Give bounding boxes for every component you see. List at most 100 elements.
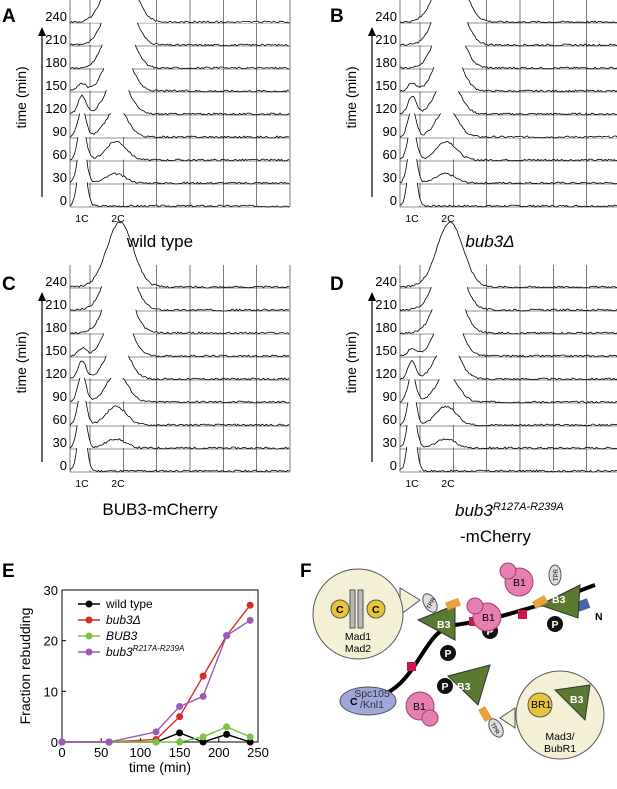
- flow-histogram: [399, 135, 617, 185]
- flow-time-tick: 210: [375, 32, 397, 47]
- mad3-label-2: BubR1: [544, 743, 576, 755]
- panel-label-e: E: [2, 561, 15, 582]
- flow-arrowhead: [368, 292, 376, 301]
- flow-time-tick: 240: [375, 9, 397, 24]
- flow-time-tick: 60: [53, 412, 67, 427]
- x-tick-label: 150: [169, 745, 191, 760]
- br1-domain: [527, 692, 553, 718]
- b3-shape-2: [538, 584, 581, 619]
- legend-label: bub3Δ: [106, 613, 141, 627]
- flow-time-tick: 120: [45, 101, 67, 116]
- flow-time-tick: 240: [45, 274, 67, 289]
- flow-time-tick: 180: [375, 55, 397, 70]
- mad3-callout-pointer: [499, 707, 516, 729]
- series-line: [62, 604, 251, 743]
- flow-time-tick: 90: [383, 124, 397, 139]
- tpr-domain-3: [478, 705, 492, 723]
- flow-histogram: [399, 399, 617, 450]
- data-point: [152, 738, 160, 746]
- tpr-label-3: TPR: [489, 722, 501, 736]
- phospho-label-2: P: [444, 648, 451, 660]
- flow-xlabel-2c: 2C: [111, 213, 125, 225]
- legend-marker: [85, 632, 93, 640]
- tpr-cap-2: [548, 564, 562, 586]
- b1-blob-3b: [421, 709, 439, 727]
- flow-time-tick: 60: [383, 147, 397, 162]
- c-terminus-label: C: [350, 696, 358, 708]
- flow-time-tick: 0: [60, 458, 67, 473]
- y-tick-label: 20: [44, 634, 58, 649]
- flow-time-tick: 210: [375, 297, 397, 312]
- flow-histogram: [399, 372, 617, 404]
- tpr-domain-1: [445, 597, 461, 611]
- flow-histogram: [69, 414, 290, 473]
- mad1-bar-2: [357, 589, 364, 629]
- phospho-dot-1: [437, 678, 453, 694]
- b3-label-2: B3: [552, 594, 566, 606]
- flow-time-tick: 180: [45, 320, 67, 335]
- flow-time-tick: 120: [375, 101, 397, 116]
- b1-blob-1b: [466, 597, 484, 615]
- b1-blob-2b: [499, 562, 517, 580]
- flow-histogram: [69, 400, 290, 450]
- y-tick-label: 10: [44, 684, 58, 699]
- x-tick-label: 100: [130, 745, 152, 760]
- flow-histogram: [69, 107, 290, 139]
- b3-shape-1: [416, 604, 456, 641]
- flow-time-tick: 60: [53, 147, 67, 162]
- legend-marker: [85, 648, 93, 656]
- flow-histogram: [399, 414, 617, 473]
- chart-ylabel: Fraction rebudding: [17, 608, 33, 725]
- flow-time-tick: 120: [375, 366, 397, 381]
- flow-time-tick: 150: [45, 343, 67, 358]
- flow-arrowhead: [38, 27, 46, 36]
- flow-histogram: [399, 107, 617, 139]
- flow-time-tick: 180: [45, 55, 67, 70]
- tpr-label-2: TPR: [554, 568, 560, 581]
- flow-histogram: [69, 221, 290, 289]
- flow-xlabel-2c: 2C: [111, 478, 125, 490]
- flow-time-tick: 240: [375, 274, 397, 289]
- flow-time-tick: 150: [375, 78, 397, 93]
- data-point: [176, 729, 184, 737]
- data-point: [199, 672, 207, 680]
- panel-label-a: A: [2, 6, 16, 27]
- panel-label-f: F: [300, 561, 312, 582]
- flow-xlabel-2c: 2C: [441, 213, 455, 225]
- data-point: [58, 738, 66, 746]
- data-point: [105, 738, 113, 746]
- panel-label-d: D: [330, 274, 344, 295]
- flow-histogram: [69, 386, 290, 427]
- mad3-label-1: Mad3/: [545, 731, 574, 743]
- data-point: [223, 723, 231, 731]
- caption-d-main: bub3: [455, 501, 493, 520]
- legend-label: wild type: [105, 597, 153, 611]
- caption-d-sup: R127A-R239A: [493, 501, 564, 513]
- phospho-label-4: P: [551, 619, 558, 631]
- legend-label: BUB3: [106, 629, 138, 643]
- caption-c: BUB3-mCherry: [102, 500, 218, 519]
- flow-xlabel-1c: 1C: [75, 213, 89, 225]
- flow-arrowhead: [38, 292, 46, 301]
- b1-label-3: B1: [413, 701, 426, 713]
- flow-time-tick: 30: [383, 170, 397, 185]
- x-tick-label: 250: [247, 745, 269, 760]
- flow-time-tick: 90: [53, 124, 67, 139]
- flow-histogram: [69, 135, 290, 185]
- legend-marker: [85, 600, 93, 608]
- flow-histogram: [399, 221, 617, 289]
- mad3-b3-shape: [553, 684, 591, 722]
- data-point: [246, 616, 254, 624]
- phospho-label-3: P: [486, 626, 493, 638]
- flow-histogram: [399, 149, 617, 208]
- n-terminus-label: N: [595, 611, 603, 623]
- flow-ylabel: time (min): [343, 66, 359, 128]
- tpr-domain-2: [531, 595, 549, 609]
- diagram-f: C Spc105 /Knl1 N P P P P B3 B3 B3 TPR TP…: [312, 562, 605, 760]
- flow-xlabel-1c: 1C: [75, 478, 89, 490]
- mad1-label: Mad1: [345, 631, 371, 643]
